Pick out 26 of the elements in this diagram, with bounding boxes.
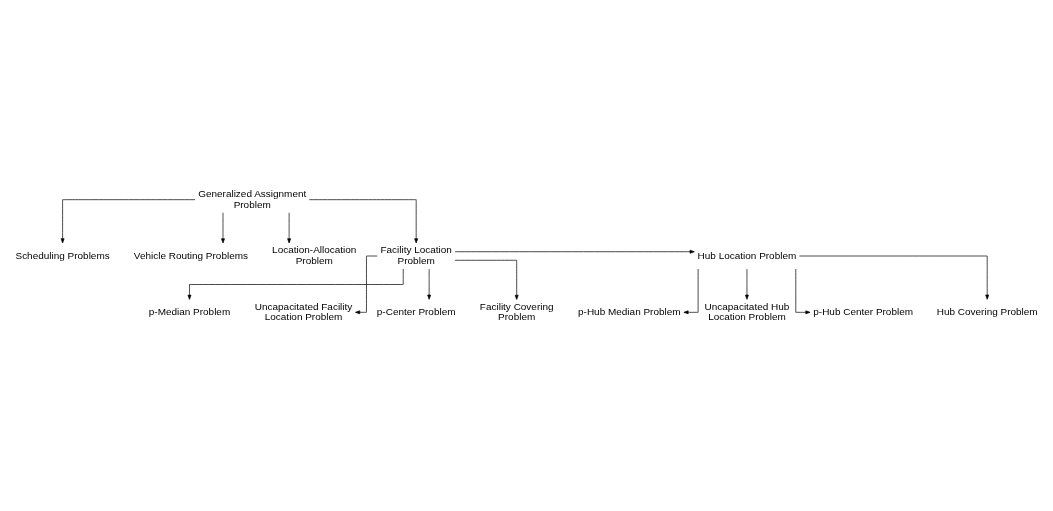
node-text: p-Hub Center Problem xyxy=(813,305,914,317)
node-text: Facility Location Problem xyxy=(380,243,452,266)
node-text: Uncapacitated Hub Location Problem xyxy=(704,300,790,322)
arrow xyxy=(221,211,225,243)
arrow xyxy=(799,255,990,300)
node-text: Scheduling Problems xyxy=(15,249,110,261)
arrow xyxy=(427,268,431,300)
arrow xyxy=(745,268,749,300)
arrow xyxy=(454,249,695,254)
node-text: Facility Covering Problem xyxy=(479,300,554,322)
arrow xyxy=(683,268,699,314)
node-text: Hub Covering Problem xyxy=(936,305,1038,317)
node-text: p-Center Problem xyxy=(376,305,456,317)
arrow xyxy=(795,268,811,314)
arrow xyxy=(309,198,419,243)
node-text: Generalized Assignment Problem xyxy=(198,187,307,210)
node-text: Location-Allocation Problem xyxy=(272,243,357,266)
node-text: p-Hub Median Problem xyxy=(578,305,681,317)
arrow xyxy=(60,198,196,243)
node-text: Hub Location Problem xyxy=(697,249,797,261)
arrow xyxy=(187,268,404,300)
arrow xyxy=(454,259,519,300)
arrow xyxy=(287,211,291,243)
node-text: p-Median Problem xyxy=(148,305,231,317)
node-text: Uncapacitated Facility Location Problem xyxy=(254,300,353,322)
node-text: Vehicle Routing Problems xyxy=(133,249,248,261)
